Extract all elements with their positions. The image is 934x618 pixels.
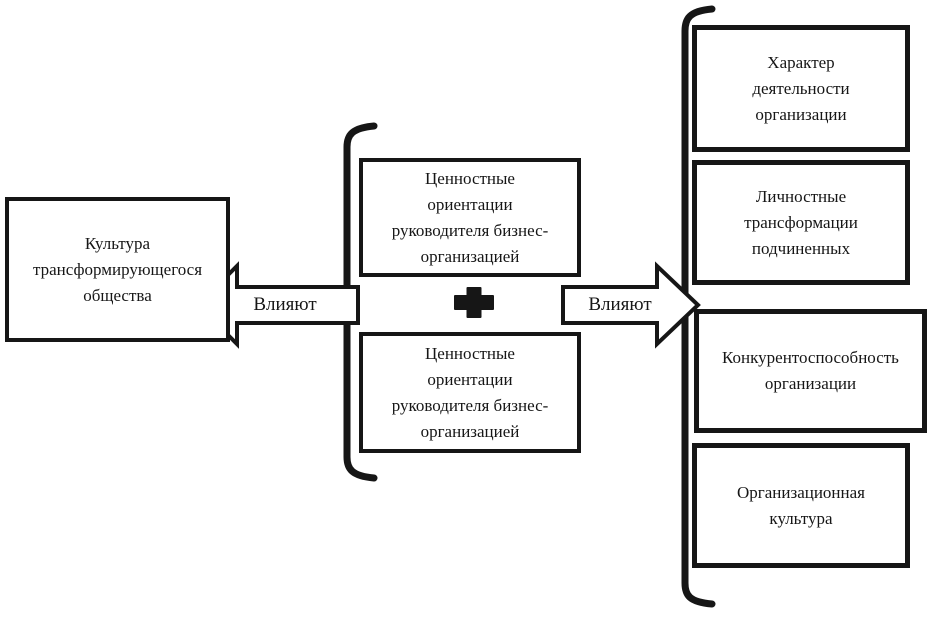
competitiveness-box: Конкурентоспособность организации: [694, 309, 927, 433]
right-arrow-icon: [561, 261, 701, 349]
personal-transformations-box: Личностные трансформации подчиненных: [692, 160, 910, 285]
value-orientations-box-1: Ценностные ориентации руководителя бизне…: [359, 158, 581, 277]
right-arrow-label: Влияют: [588, 294, 652, 315]
left-arrow-icon: [195, 261, 360, 349]
activity-nature-label: Характер деятельности организации: [752, 52, 850, 124]
left-arrow-label: Влияют: [253, 294, 317, 315]
personal-transformations-label: Личностные трансформации подчиненных: [744, 186, 858, 258]
organizational-culture-box: Организационная культура: [692, 443, 910, 568]
plus-icon: [454, 287, 494, 318]
activity-nature-box: Характер деятельности организации: [692, 25, 910, 152]
organizational-culture-label: Организационная культура: [736, 482, 865, 528]
value-orientations-label-1: Ценностные ориентации руководителя бизне…: [391, 168, 549, 266]
culture-of-transforming-society-box: Культура трансформирующегося общества: [5, 197, 230, 342]
competitiveness-label: Конкурентоспособность организации: [722, 348, 899, 393]
value-orientations-label-2: Ценностные ориентации руководителя бизне…: [391, 343, 549, 441]
value-orientations-box-2: Ценностные ориентации руководителя бизне…: [359, 332, 581, 453]
culture-of-transforming-society-label: Культура трансформирующегося общества: [32, 233, 203, 305]
